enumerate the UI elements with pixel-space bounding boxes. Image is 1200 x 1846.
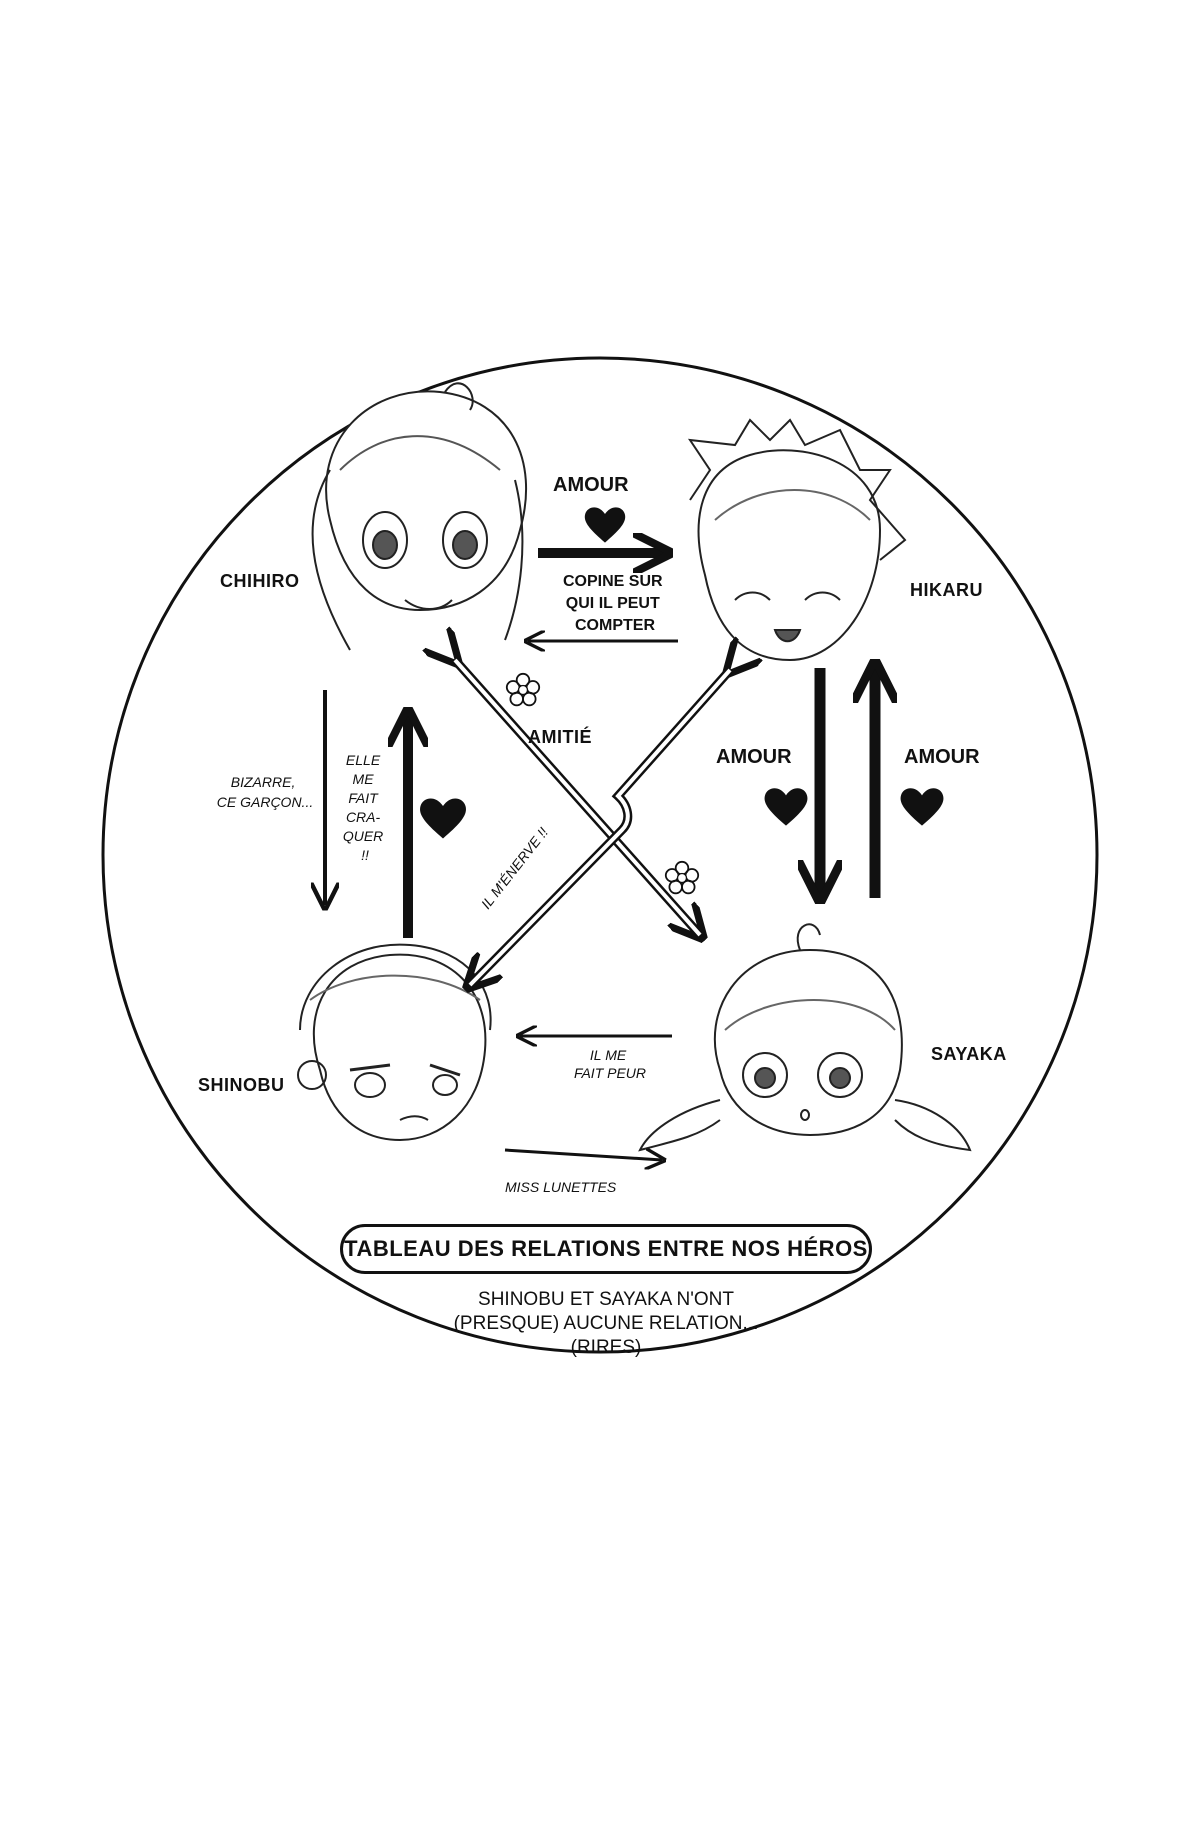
page-title: TABLEAU DES RELATIONS ENTRE NOS HÉROS bbox=[340, 1224, 872, 1274]
label-amour-right-2: AMOUR bbox=[904, 746, 980, 768]
subtitle-line-1: SHINOBU ET SAYAKA N'ONT bbox=[478, 1289, 734, 1310]
sayaka-name: SAYAKA bbox=[931, 1044, 1007, 1064]
label-elle-me-fait-craquer: ELLE ME FAIT CRA- QUER !! bbox=[343, 752, 387, 863]
label-amour-top: AMOUR bbox=[553, 474, 629, 496]
subtitle-line-2: (PRESQUE) AUCUNE RELATION... bbox=[453, 1313, 759, 1334]
shinobu-name: SHINOBU bbox=[198, 1075, 285, 1095]
label-amour-right-1: AMOUR bbox=[716, 746, 792, 768]
chihiro-face-icon bbox=[311, 382, 528, 651]
chihiro-name: CHIHIRO bbox=[220, 571, 300, 591]
sayaka-face-icon bbox=[638, 923, 972, 1152]
label-miss-lunettes: MISS LUNETTES bbox=[505, 1179, 617, 1195]
heart-icon-top bbox=[584, 507, 626, 543]
shinobu-face-icon bbox=[297, 943, 492, 1142]
hikaru-name: HIKARU bbox=[910, 580, 983, 600]
label-amitie: AMITIÉ bbox=[528, 726, 592, 747]
heart-icon-right-1 bbox=[764, 788, 808, 826]
subtitle-line-3: (RIRES) bbox=[570, 1337, 642, 1358]
label-il-m-enerve: IL M'ÉNERVE !! bbox=[478, 824, 551, 912]
label-bizarre: BIZARRE, CE GARÇON... bbox=[217, 774, 313, 810]
flower-icon-bottom bbox=[664, 860, 700, 895]
heart-icon-right-2 bbox=[900, 788, 944, 826]
arrow-shinobu-to-sayaka bbox=[504, 1150, 662, 1160]
subtitle: SHINOBU ET SAYAKA N'ONT (PRESQUE) AUCUNE… bbox=[380, 1288, 832, 1360]
outer-circle bbox=[101, 356, 1099, 1354]
label-il-me-fait-peur: IL ME FAIT PEUR bbox=[574, 1047, 646, 1081]
heart-icon-left bbox=[420, 798, 466, 839]
flower-icon-top bbox=[505, 672, 541, 707]
arrow-hikaru-shinobu bbox=[470, 670, 730, 985]
label-copine: COPINE SUR QUI IL PEUT COMPTER bbox=[563, 573, 667, 634]
hikaru-face-icon bbox=[687, 418, 907, 662]
